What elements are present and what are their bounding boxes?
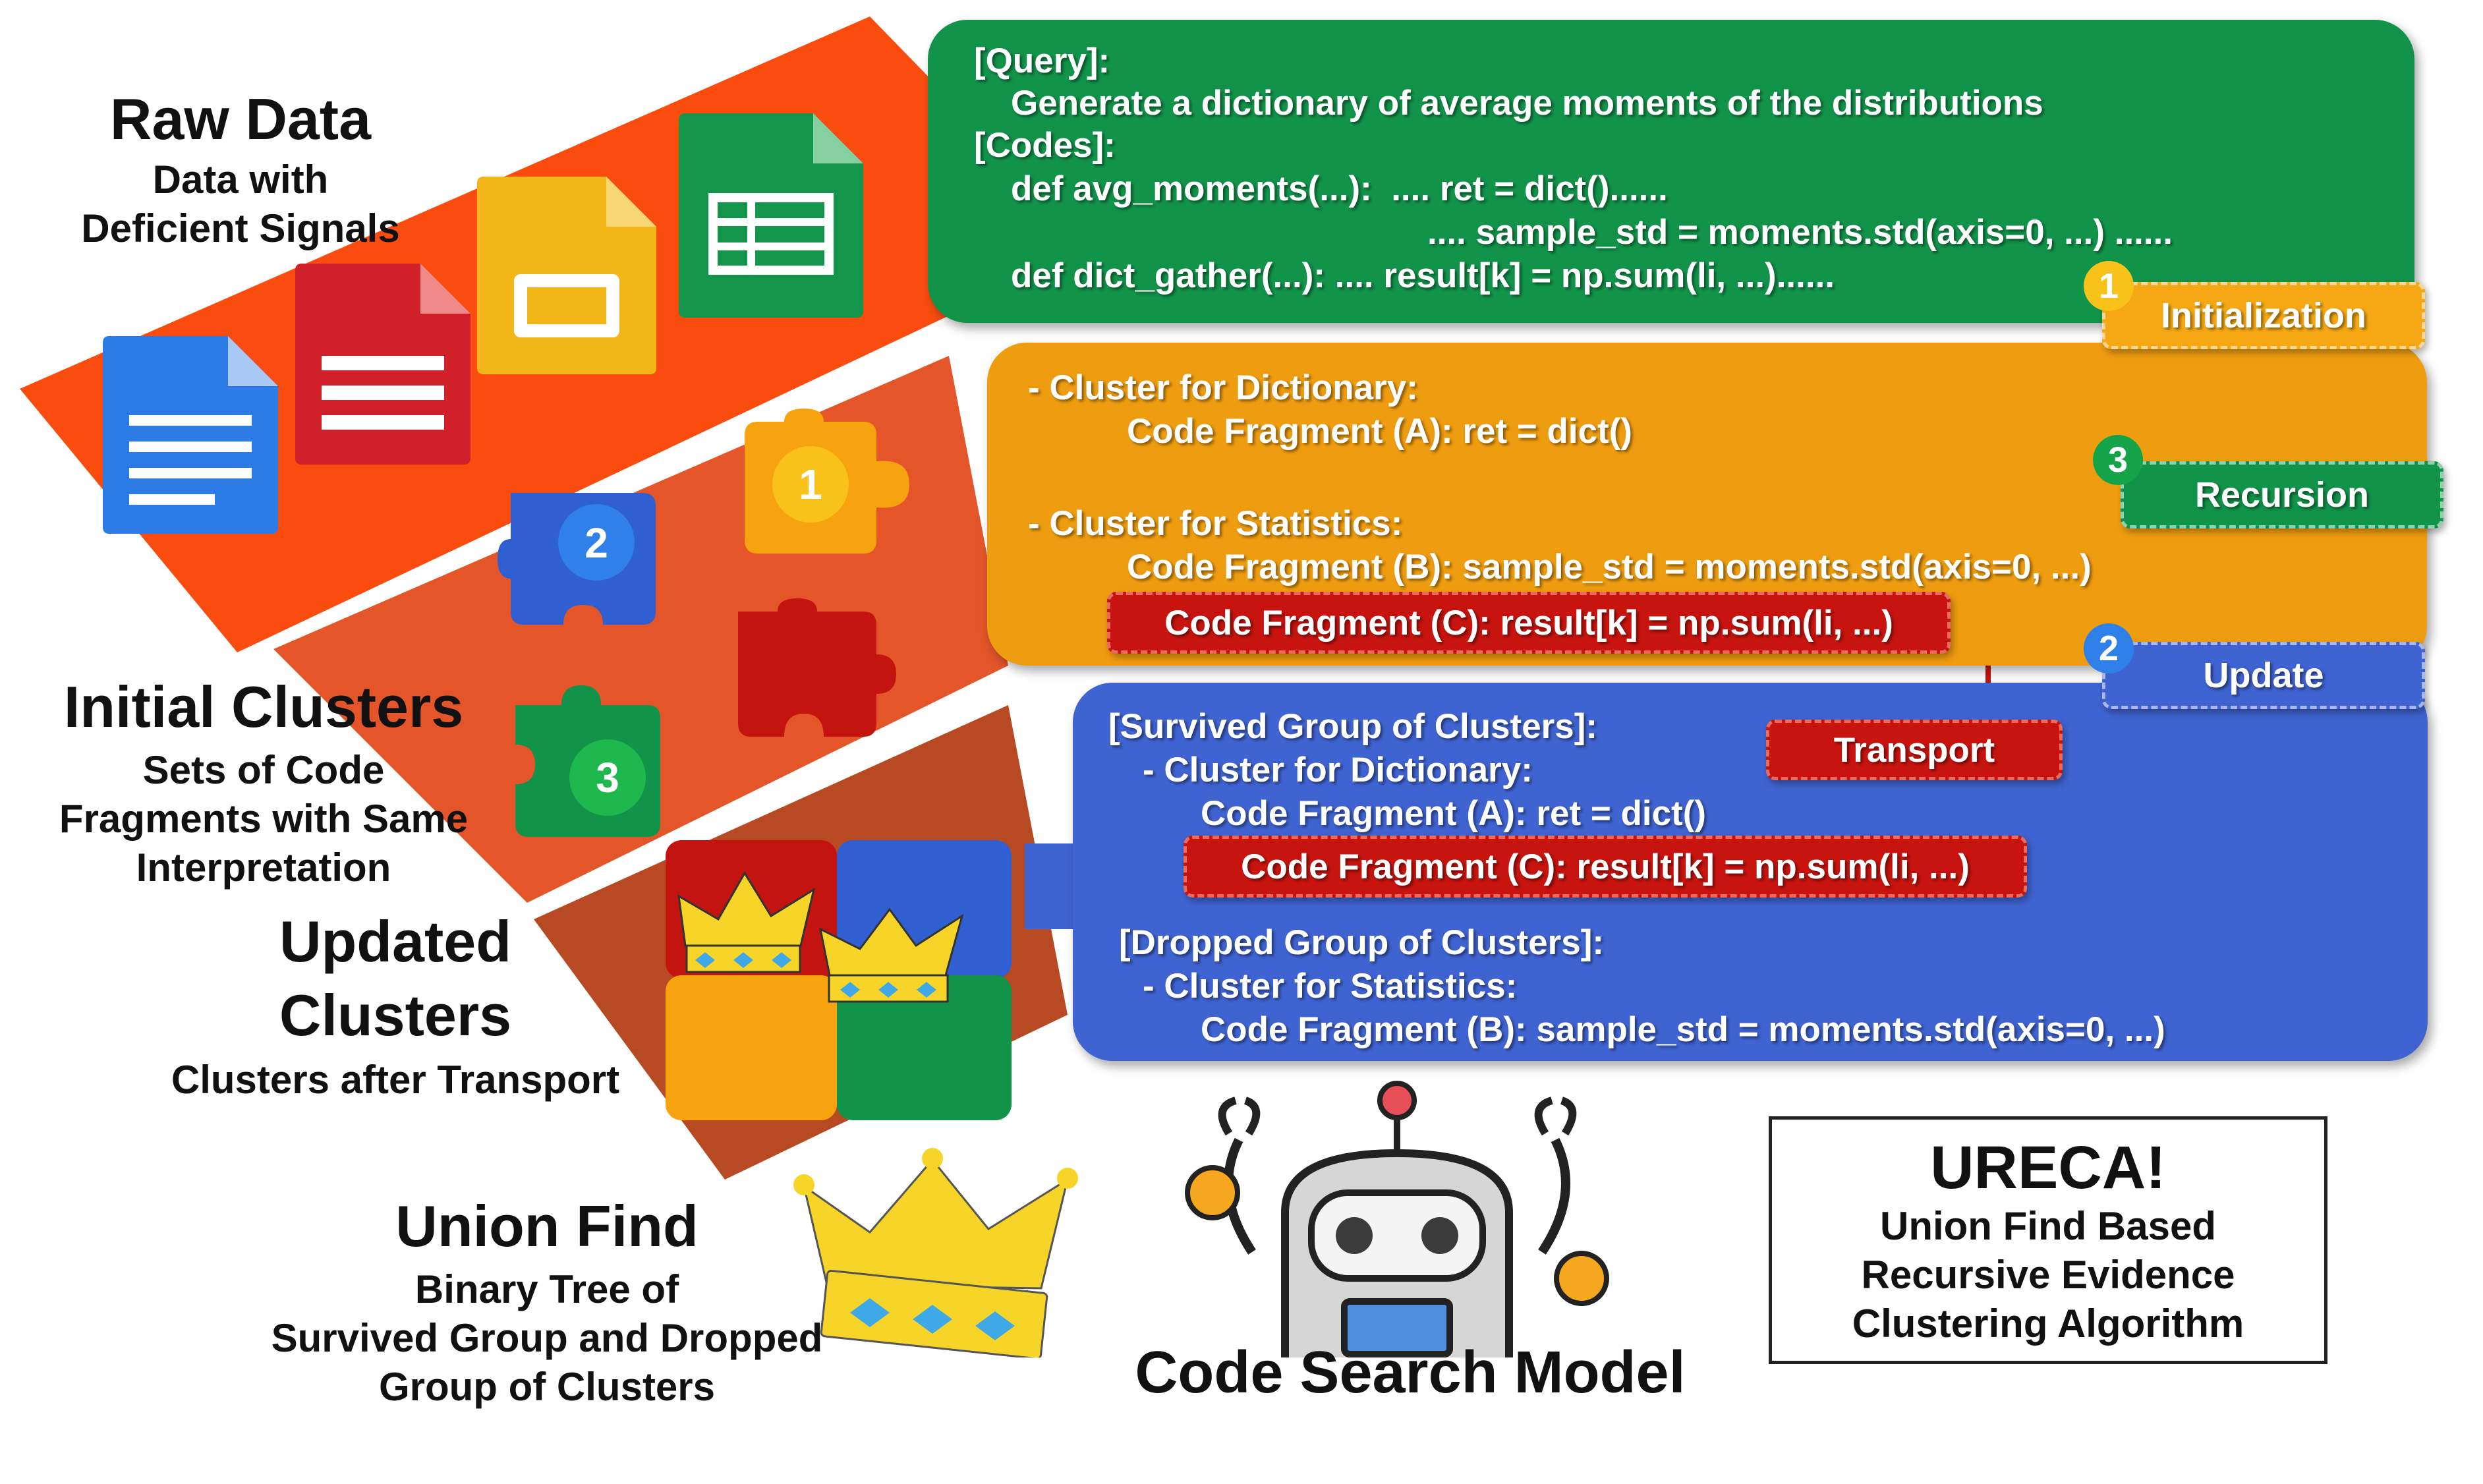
recursion-step: Recursion: [2121, 461, 2443, 528]
orange-cluster-dictionary: - Cluster for Dictionary:: [1028, 368, 1418, 407]
union-find-subtitle-2: Survived Group and Dropped: [271, 1316, 823, 1360]
union-find-subtitle-1: Binary Tree of: [414, 1267, 679, 1311]
blue-fragment-b: Code Fragment (B): sample_std = moments.…: [1201, 1010, 2165, 1049]
initialization-step: Initialization: [2102, 282, 2425, 349]
puzzle-piece-green: 3: [515, 685, 660, 837]
puzzle-piece-blue: 2: [498, 493, 656, 625]
orange-fragment-c: Code Fragment (C): result[k] = np.sum(li…: [1107, 592, 1951, 654]
puzzle-badge-3: 3: [596, 754, 619, 801]
orange-fragment-b: Code Fragment (B): sample_std = moments.…: [1127, 548, 2092, 586]
initial-clusters-subtitle-1: Sets of Code: [142, 748, 385, 792]
crown-icon: [793, 1148, 1078, 1357]
pdf-file-icon: [295, 264, 471, 465]
update-step: Update: [2102, 642, 2425, 709]
initial-clusters-title: Initial Clusters: [63, 674, 464, 739]
orange-fragment-a: Code Fragment (A): ret = dict(): [1127, 412, 1633, 451]
robot-icon: [1185, 1081, 1609, 1357]
blue-fragment-c: Code Fragment (C): result[k] = np.sum(li…: [1184, 836, 2027, 898]
ureca-line-3: Clustering Algorithm: [1852, 1301, 2244, 1346]
code-line-1: def avg_moments(...): .... ret = dict().…: [1011, 169, 1668, 208]
raw-data-subtitle-1: Data with: [152, 157, 329, 202]
connector-blue: [1025, 843, 1081, 929]
crown-icon-small-2: [818, 907, 964, 1003]
raw-data-title: Raw Data: [109, 86, 372, 152]
updated-clusters-title-1: Updated: [279, 909, 511, 974]
code-line-2: .... sample_std = moments.std(axis=0, ..…: [1427, 213, 2173, 252]
union-find-title: Union Find: [395, 1193, 699, 1259]
blue-fragment-a: Code Fragment (A): ret = dict(): [1201, 794, 1707, 833]
ureca-title: URECA!: [1930, 1134, 2166, 1201]
ureca-line-1: Union Find Based: [1880, 1204, 2216, 1248]
survived-group-label: [Survived Group of Clusters]:: [1108, 707, 1598, 746]
orange-cluster-statistics: - Cluster for Statistics:: [1028, 504, 1403, 543]
puzzle-piece-yellow: 1: [745, 409, 909, 554]
ureca-line-2: Recursive Evidence: [1861, 1253, 2235, 1297]
code-search-model-caption: Code Search Model: [1135, 1340, 1686, 1406]
green-panel: [928, 20, 2414, 323]
initial-clusters-subtitle-2: Fragments with Same: [59, 797, 469, 841]
docs-file-icon: [103, 336, 278, 534]
updated-clusters-title-2: Clusters: [279, 983, 512, 1048]
ureca-box: [1769, 1116, 2327, 1364]
query-label: [Query]:: [974, 42, 1110, 80]
sheets-file-icon: [679, 113, 863, 318]
query-text: Generate a dictionary of average moments…: [1011, 84, 2043, 123]
codes-label: [Codes]:: [974, 126, 1116, 165]
blue-cluster-dictionary: - Cluster for Dictionary:: [1143, 751, 1533, 789]
initialization-step-number: 1: [2084, 261, 2134, 311]
initial-clusters-subtitle-3: Interpretation: [136, 845, 391, 890]
updated-clusters-subtitle: Clusters after Transport: [171, 1058, 620, 1102]
crown-icon-small-1: [677, 871, 816, 973]
dropped-group-label: [Dropped Group of Clusters]:: [1119, 923, 1605, 962]
union-find-subtitle-3: Group of Clusters: [378, 1365, 716, 1409]
recursion-step-number: 3: [2093, 435, 2143, 485]
puzzle-badge-1: 1: [799, 461, 822, 508]
puzzle-piece-red: [738, 598, 896, 737]
updated-clusters-puzzle: [666, 840, 1012, 1120]
puzzle-badge-2: 2: [585, 519, 608, 567]
raw-data-subtitle-2: Deficient Signals: [81, 206, 400, 250]
slides-file-icon: [477, 177, 656, 374]
blue-cluster-statistics: - Cluster for Statistics:: [1143, 967, 1518, 1006]
update-step-number: 2: [2084, 623, 2134, 673]
code-line-3: def dict_gather(...): .... result[k] = n…: [1011, 256, 1835, 295]
transport-label: Transport: [1766, 720, 2063, 780]
